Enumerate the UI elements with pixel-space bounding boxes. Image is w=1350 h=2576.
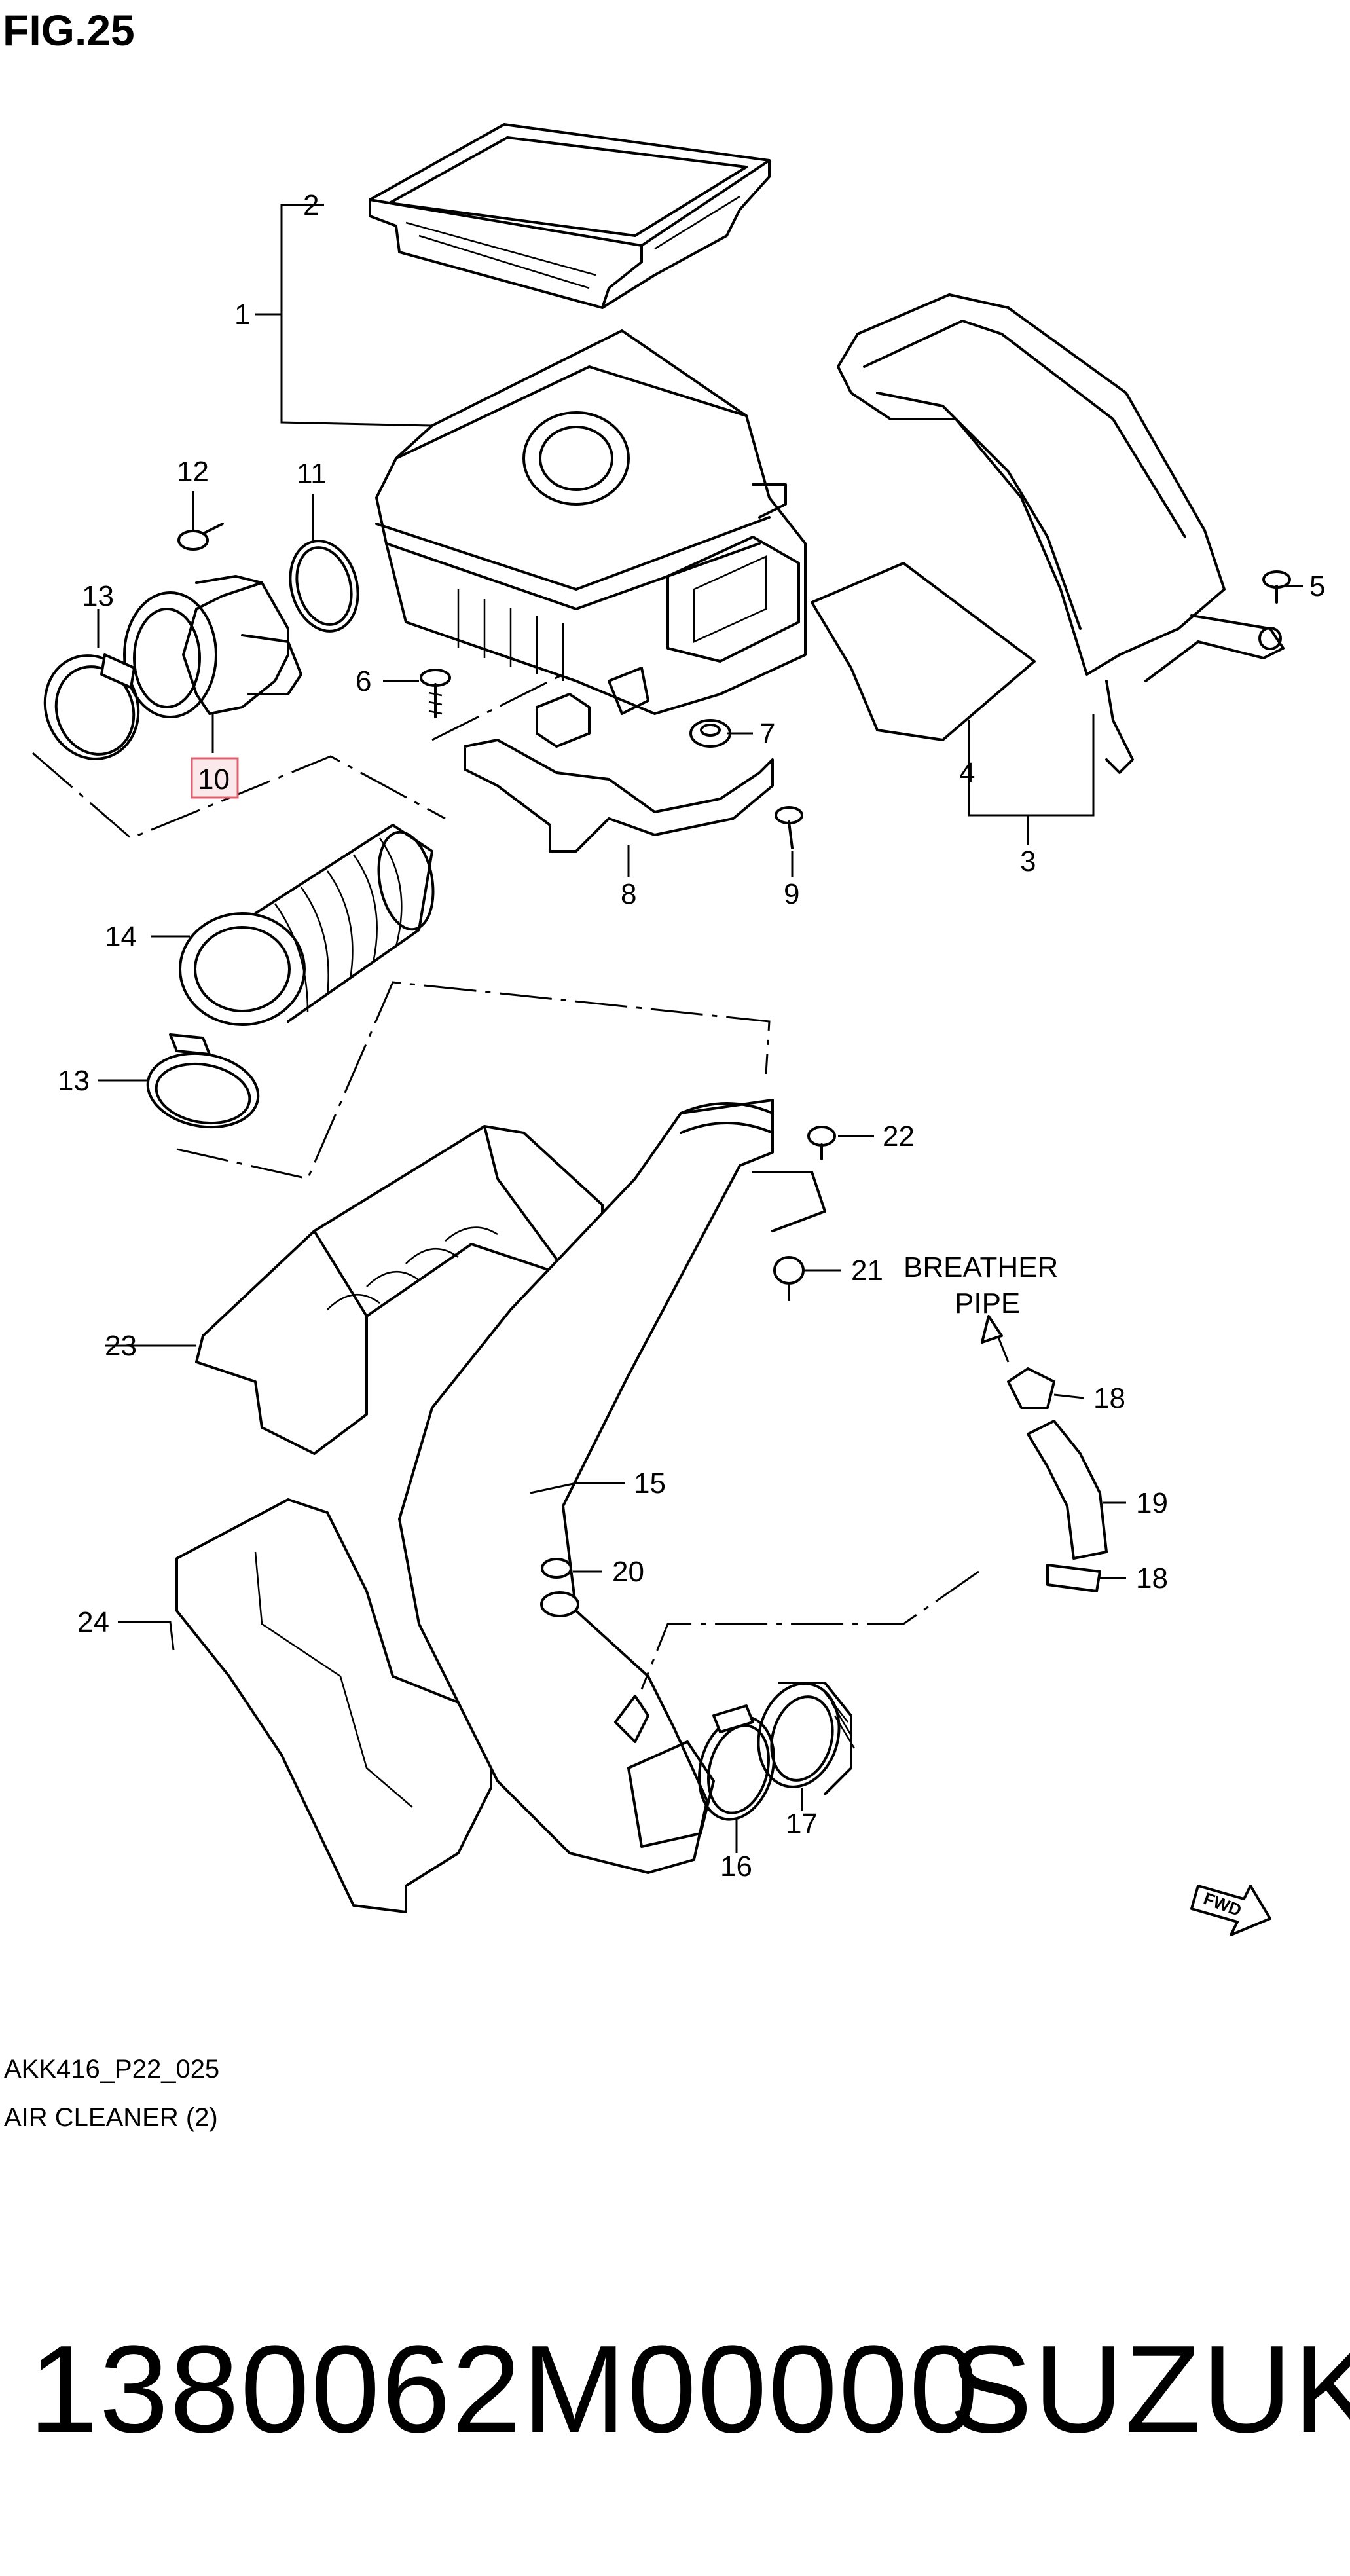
alignment-line-d [640, 1570, 979, 1690]
grommet-20 [540, 1558, 579, 1617]
bellows-hose-14 [179, 824, 435, 1026]
callout-13-lower: 13 [58, 1065, 90, 1097]
callout-3: 3 [1020, 845, 1036, 877]
callout-19: 19 [1136, 1487, 1168, 1519]
clip-21 [773, 1256, 805, 1301]
highlighted-callout-box [191, 757, 239, 799]
hose-17 [757, 1682, 856, 1795]
callout-8: 8 [621, 878, 636, 910]
exploded-parts-diagram: FWD 2 1 3 4 5 6 [32, 123, 1325, 1936]
callout-9: 9 [784, 878, 799, 910]
callout-20: 20 [612, 1556, 644, 1588]
mounting-bracket [464, 667, 774, 853]
callout-16: 16 [720, 1850, 752, 1883]
breather-clamp-18-lower [1046, 1564, 1101, 1592]
callout-17: 17 [786, 1808, 818, 1840]
bolt-9 [775, 806, 803, 849]
callout-7: 7 [759, 718, 775, 750]
hose-clamp-13-lower [146, 1033, 260, 1129]
intake-pipe-15 [398, 1099, 826, 1874]
callout-14: 14 [105, 921, 137, 953]
callout-11: 11 [297, 458, 327, 490]
callout-21: 21 [851, 1255, 883, 1287]
diagram-section-title: AIR CLEANER (2) [4, 2103, 218, 2132]
breather-clamp-18-upper [1007, 1367, 1055, 1409]
screw-12 [177, 523, 224, 551]
callout-24: 24 [77, 1606, 109, 1638]
breather-label-line2: PIPE [955, 1287, 1020, 1319]
callout-18-upper: 18 [1093, 1382, 1125, 1414]
screw-22 [807, 1126, 836, 1160]
breather-arrowhead [981, 1315, 1003, 1344]
breather-hose-19 [1027, 1420, 1108, 1560]
sound-absorbing-pad [811, 562, 1036, 741]
breather-label-line1: BREATHER [903, 1251, 1058, 1283]
airflow-sensor-10 [123, 575, 302, 718]
leader-lines [97, 204, 1303, 1853]
resonator-duct [837, 293, 1285, 774]
air-filter-element [369, 123, 771, 309]
o-ring-11 [289, 540, 359, 633]
callout-2: 2 [303, 189, 319, 221]
side-duct-24 [175, 1498, 492, 1913]
callout-6: 6 [356, 665, 371, 697]
brand-name: SUZUKI [949, 2320, 1350, 2459]
callout-12: 12 [177, 456, 209, 488]
bolt-5 [1262, 570, 1291, 604]
diagram-code: AKK416_P22_025 [4, 2055, 220, 2084]
callout-10: 10 [198, 764, 230, 796]
hose-clamp-13-upper [43, 653, 140, 760]
figure-title: FIG.25 [3, 6, 135, 54]
grommet-7 [689, 719, 731, 748]
callout-13-upper: 13 [82, 580, 114, 612]
callout-18-lower: 18 [1136, 1562, 1168, 1594]
fwd-arrow-icon: FWD [1190, 1885, 1271, 1936]
callout-4: 4 [959, 757, 975, 789]
callout-15: 15 [634, 1467, 666, 1500]
callout-1: 1 [234, 299, 250, 331]
alignment-line-a [32, 752, 446, 839]
callout-23: 23 [105, 1330, 137, 1362]
alignment-line-b [176, 981, 771, 1180]
part-number: 1380062M00000 [29, 2320, 980, 2459]
callout-5: 5 [1309, 570, 1325, 602]
bolt-6 [420, 669, 451, 718]
alignment-line-c [431, 673, 564, 741]
callout-22: 22 [883, 1120, 915, 1152]
air-cleaner-case [375, 329, 807, 715]
air-inlet-duct-23 [195, 1125, 604, 1455]
